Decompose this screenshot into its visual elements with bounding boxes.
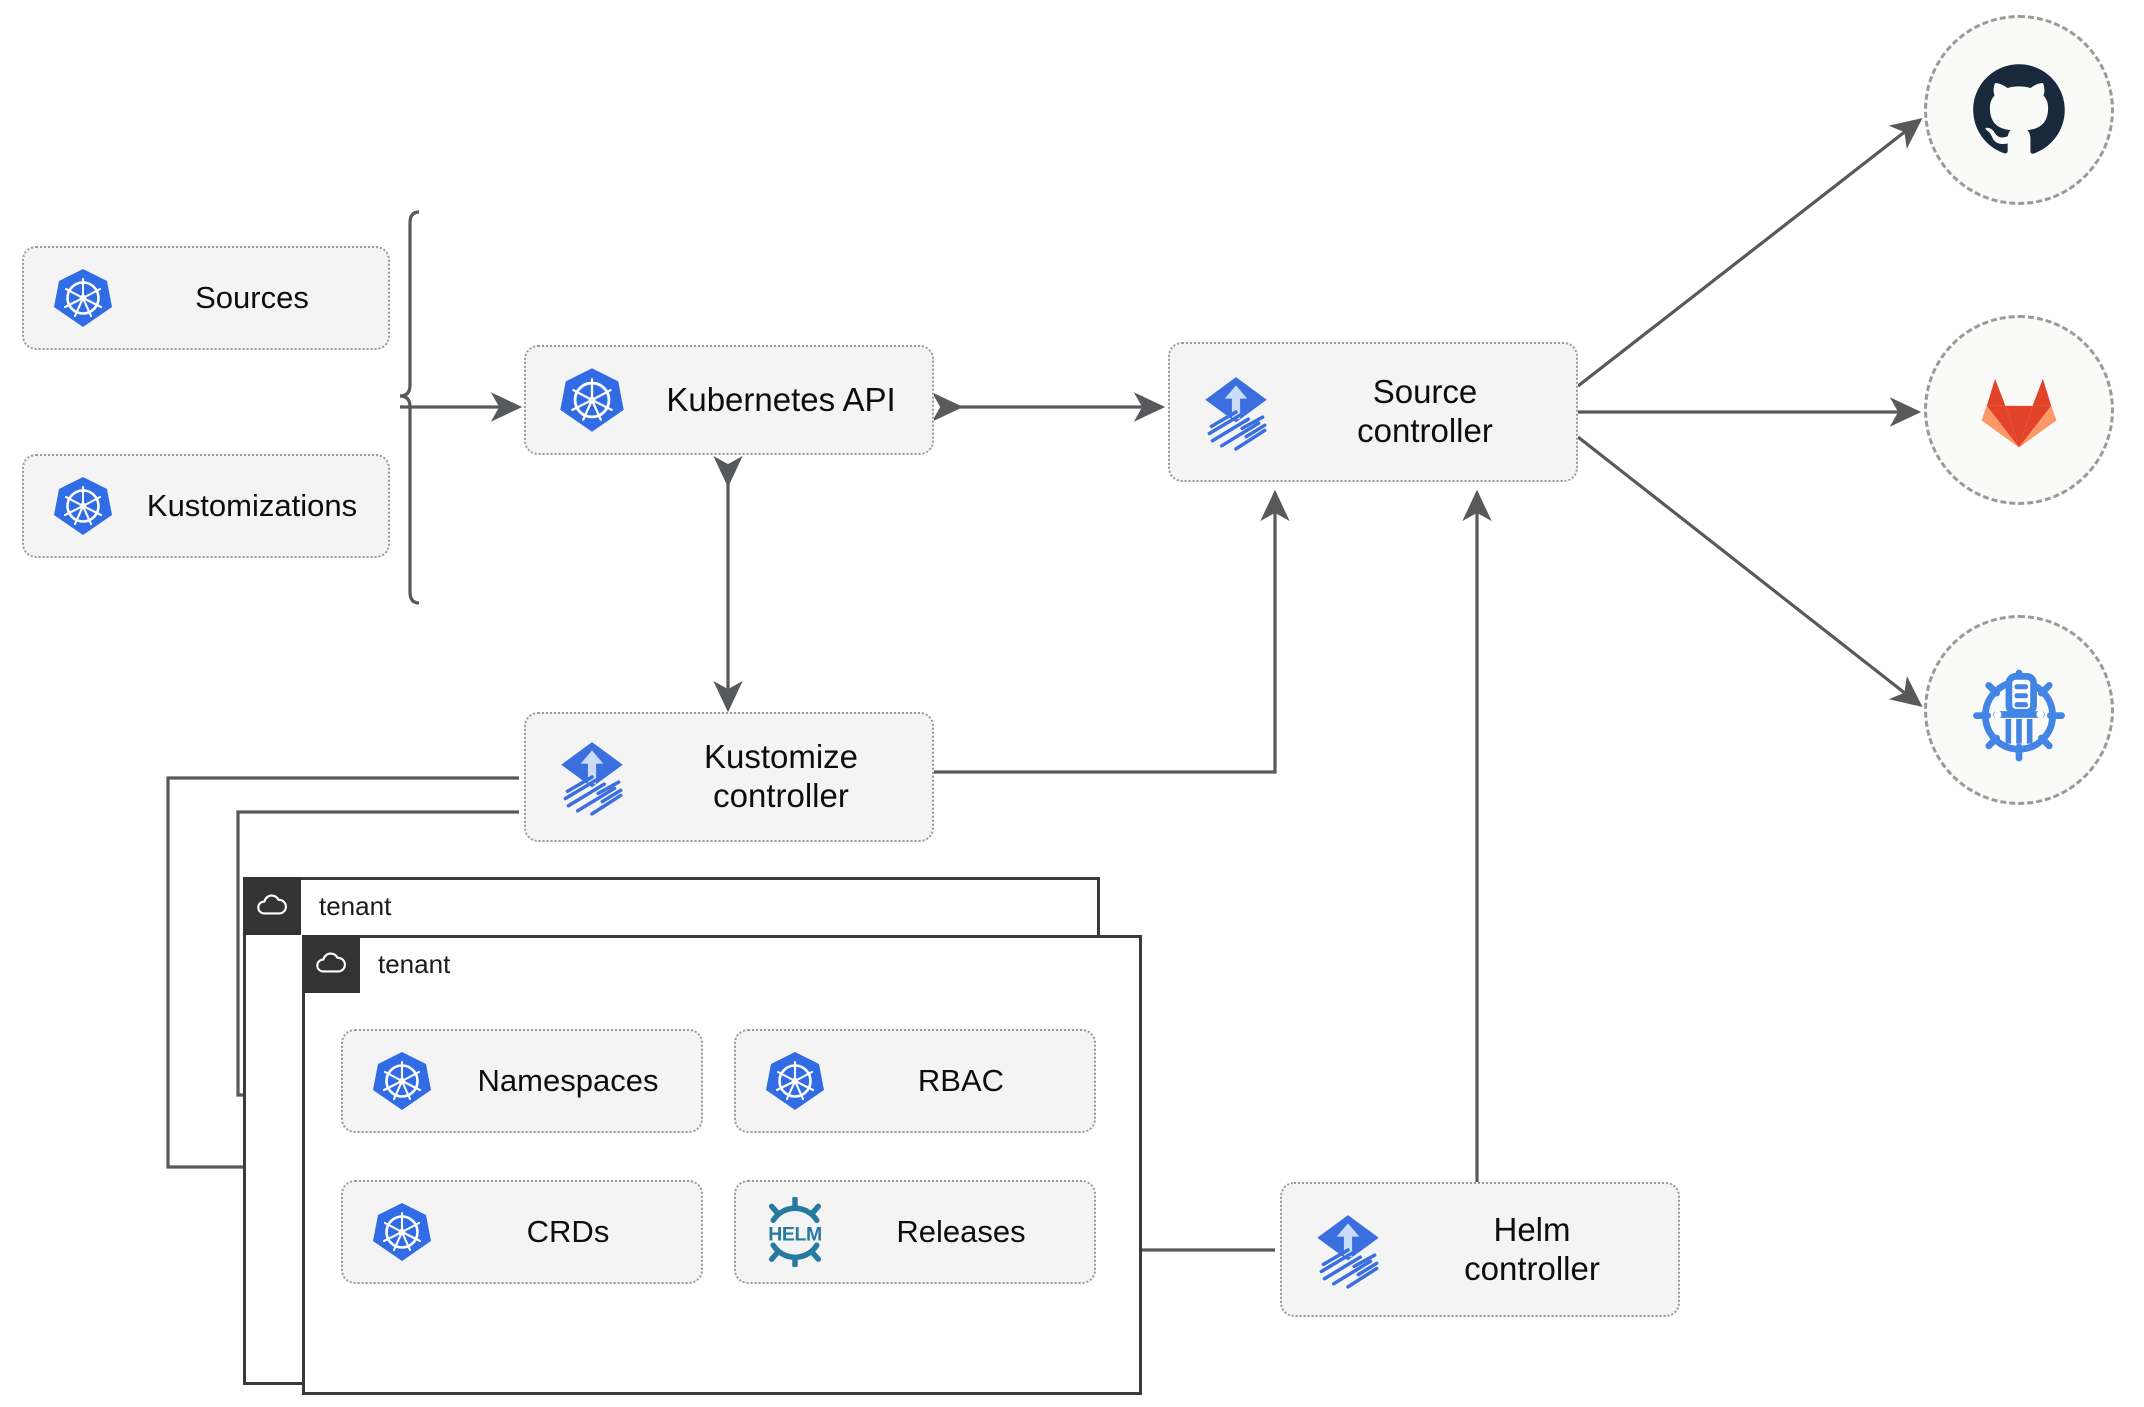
flux-icon [1188,371,1284,453]
tenant-titlebar: tenant [302,935,450,993]
endpoint-harbor[interactable] [1924,615,2114,805]
tenant-titlebar: tenant [243,877,391,935]
node-crds[interactable]: CRDs [341,1180,703,1284]
node-helm-controller[interactable]: Helm controller [1280,1182,1680,1317]
tenant-label: tenant [378,948,451,979]
tenant-container-inner[interactable]: tenant [302,935,1142,1395]
group-bracket [399,210,420,605]
node-kubernetes-api[interactable]: Kubernetes API [524,345,934,455]
node-source-controller[interactable]: Source controller [1168,342,1578,482]
node-label: Source controller [1357,373,1493,449]
node-label: Helm controller [1464,1210,1600,1287]
node-releases[interactable]: HELM Releases [734,1180,1096,1284]
tenant-label: tenant [319,890,392,921]
node-label: Kustomizations [146,487,358,523]
helm-icon: HELM [752,1197,838,1267]
node-kustomize-controller[interactable]: Kustomize controller [524,712,934,842]
node-label: Releases [896,1213,1026,1249]
node-kustomizations[interactable]: Kustomizations [22,454,390,558]
endpoint-gitlab[interactable] [1924,315,2114,505]
kubernetes-icon [359,1049,445,1113]
node-sources[interactable]: Sources [22,246,390,350]
edge-source-to-harbor [1577,435,1923,707]
github-icon [1973,64,2065,154]
node-rbac[interactable]: RBAC [734,1029,1096,1133]
harbor-icon [1973,669,2065,762]
node-label: CRDs [526,1213,610,1249]
node-label: Kustomize controller [703,738,859,814]
kubernetes-icon [359,1200,445,1264]
svg-text:HELM: HELM [768,1224,822,1246]
kubernetes-icon [40,266,126,330]
kubernetes-icon [752,1049,838,1113]
cloud-icon [302,935,360,993]
endpoint-github[interactable] [1924,15,2114,205]
node-label: Kubernetes API [666,380,896,418]
node-label: Namespaces [477,1062,659,1098]
kubernetes-icon [40,474,126,538]
edge-kustomize-to-source [932,489,1290,774]
cloud-icon [243,877,301,935]
flux-icon [1300,1209,1396,1291]
node-label: Sources [195,279,309,315]
node-namespaces[interactable]: Namespaces [341,1029,703,1133]
node-label: RBAC [917,1062,1005,1098]
edge-source-to-github [1577,118,1923,388]
flux-icon [544,736,640,818]
gitlab-icon [1981,378,2057,448]
kubernetes-icon [544,365,640,435]
